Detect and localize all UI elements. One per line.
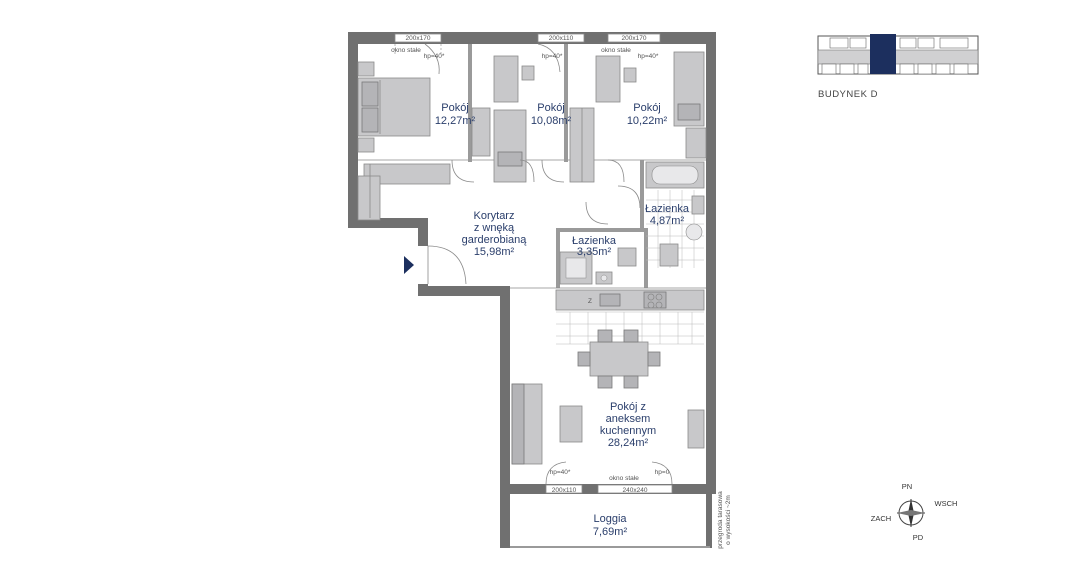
living-room-furniture (511, 383, 705, 485)
compass-east: WSCH (935, 499, 958, 508)
room-label-living-1: Pokój z (610, 401, 646, 413)
window-size-4: 200x110 (552, 487, 577, 494)
room-label-living-2: aneksem (606, 413, 651, 425)
room-label-loggia: Loggia (593, 513, 627, 525)
bedroom-1-furniture (357, 43, 451, 221)
room-area-living: 28,24m² (608, 437, 649, 449)
window-hp-note-5: hp=0 (655, 469, 670, 476)
partition-note: przegroda tarasowa o wysokości ~2m (717, 491, 732, 549)
room-area-corridor: 15,98m² (474, 246, 515, 258)
room-label-corridor-2: z wnęką (474, 222, 515, 234)
room-label-bedroom-2: Pokój (537, 102, 565, 114)
room-area-bedroom-2: 10,08m² (531, 115, 572, 127)
room-label-bedroom-3: Pokój (633, 102, 661, 114)
window-hp-note-1: hp=40* (424, 53, 445, 60)
room-label-corridor-1: Korytarz (474, 210, 515, 222)
room-area-bathroom-small: 3,35m² (577, 246, 612, 258)
building-label: BUDYNEK D (818, 89, 878, 100)
room-area-loggia: 7,69m² (593, 526, 628, 538)
compass-north: PN (902, 482, 912, 491)
window-hp-note-2: hp=40* (542, 53, 563, 60)
room-area-bedroom-1: 12,27m² (435, 115, 476, 127)
building-key: BUDYNEK D (817, 34, 979, 100)
window-hp-note-4: hp=40* (550, 469, 571, 476)
fixed-window-note-2: okno stałe (601, 47, 631, 54)
compass-west: ZACH (871, 514, 891, 523)
room-label-living-3: kuchennym (600, 425, 656, 437)
compass-south: PD (913, 533, 924, 542)
building-highlight (870, 34, 896, 74)
door-bedroom-1 (451, 159, 475, 183)
bathroom-large (617, 161, 705, 268)
room-label-bedroom-1: Pokój (441, 102, 469, 114)
room-label-corridor-3: garderobianą (462, 234, 528, 246)
door-bedroom-2 (541, 159, 565, 183)
window-size-1: 200x170 (406, 35, 431, 42)
room-area-bathroom-large: 4,87m² (650, 215, 685, 227)
window-labels: 200x170 200x110 200x170 200x110 240x240 … (391, 35, 670, 494)
entrance-marker (404, 256, 414, 274)
bedroom-2-furniture (471, 43, 561, 183)
room-label-bathroom-large: Łazienka (645, 203, 690, 215)
compass: PN WSCH PD ZACH (871, 482, 958, 542)
kitchen: Z (555, 289, 705, 389)
partition-note-line-2: o wysokości ~2m (725, 495, 732, 545)
window-size-3: 200x170 (622, 35, 647, 42)
room-area-bedroom-3: 10,22m² (627, 115, 668, 127)
bedroom-3-furniture (569, 51, 707, 183)
window-size-5: 240x240 (623, 487, 648, 494)
partition-note-line-1: przegroda tarasowa (717, 491, 724, 549)
window-hp-note-3: hp=40* (638, 53, 659, 60)
top-windows (394, 33, 673, 494)
room-label-bathroom-small: Łazienka (572, 235, 617, 247)
kitchen-mark: Z (588, 298, 592, 305)
fixed-window-note-1: okno stałe (391, 47, 421, 54)
window-size-2: 200x110 (549, 35, 574, 42)
fixed-window-note-3: okno stałe (609, 475, 639, 482)
room-labels: Pokój 12,27m² Pokój 10,08m² Pokój 10,22m… (435, 102, 690, 538)
entrance-door (427, 245, 467, 285)
bathroom-small (559, 201, 637, 285)
